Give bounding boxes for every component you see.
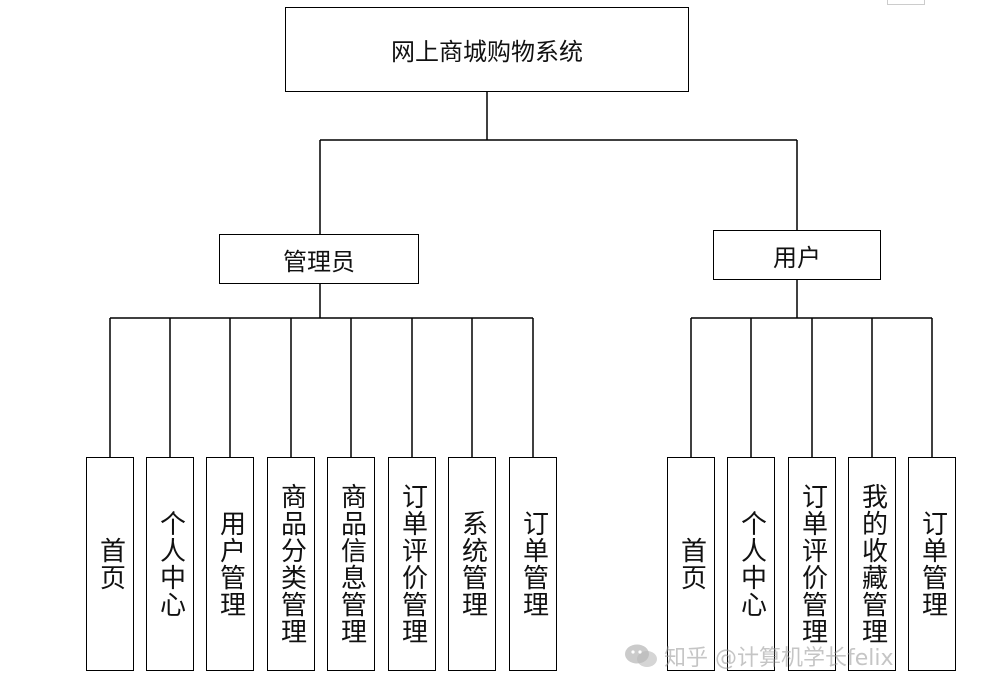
watermark: 知乎 @计算机学长felix	[624, 640, 894, 672]
chat-bubble-logo-icon	[624, 643, 658, 669]
user-child-node: 我的收藏管理	[848, 457, 896, 671]
admin-child-node: 订单管理	[509, 457, 557, 671]
admin-child-node: 订单评价管理	[388, 457, 436, 671]
admin-child-node: 商品分类管理	[267, 457, 315, 671]
admin-child-node: 个人中心	[146, 457, 194, 671]
user-child-node: 订单管理	[908, 457, 956, 671]
root-node: 网上商城购物系统	[285, 7, 689, 92]
admin-child-node: 用户管理	[206, 457, 254, 671]
user-node: 用户	[713, 230, 881, 280]
admin-child-node: 系统管理	[448, 457, 496, 671]
corner-mark	[887, 0, 925, 5]
user-child-node: 订单评价管理	[788, 457, 836, 671]
user-child-node: 个人中心	[727, 457, 775, 671]
admin-child-node: 商品信息管理	[327, 457, 375, 671]
admin-child-node: 首页	[86, 457, 134, 671]
admin-node: 管理员	[219, 234, 419, 284]
watermark-text: 知乎 @计算机学长felix	[664, 646, 894, 671]
user-child-node: 首页	[667, 457, 715, 671]
